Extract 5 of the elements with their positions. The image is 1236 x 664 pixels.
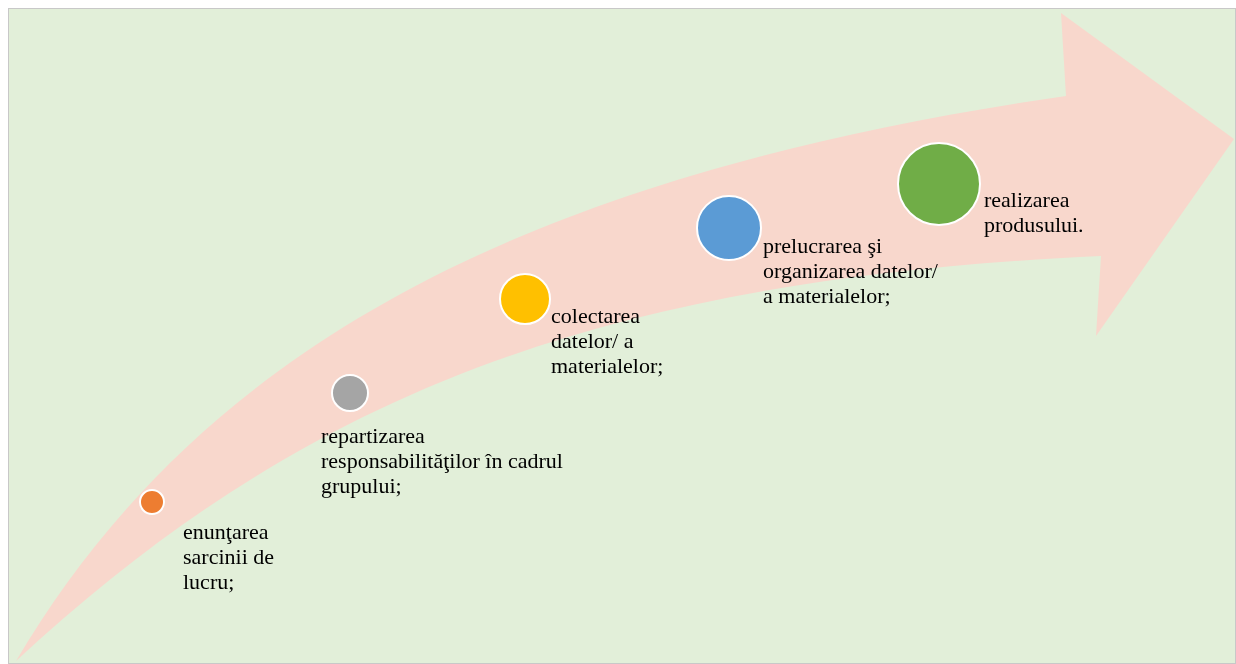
step-label: enunţarea sarcinii de lucru;: [183, 519, 276, 594]
step-label: repartizarea responsabilităţilor în cadrul grupului;: [321, 423, 564, 498]
step-label: realizarea produsului.: [984, 187, 1085, 237]
step-label: prelucrarea şi organizarea datelor/ a materialelor;: [763, 233, 938, 308]
step-label: colectarea datelor/ a materialelor;: [551, 303, 665, 378]
